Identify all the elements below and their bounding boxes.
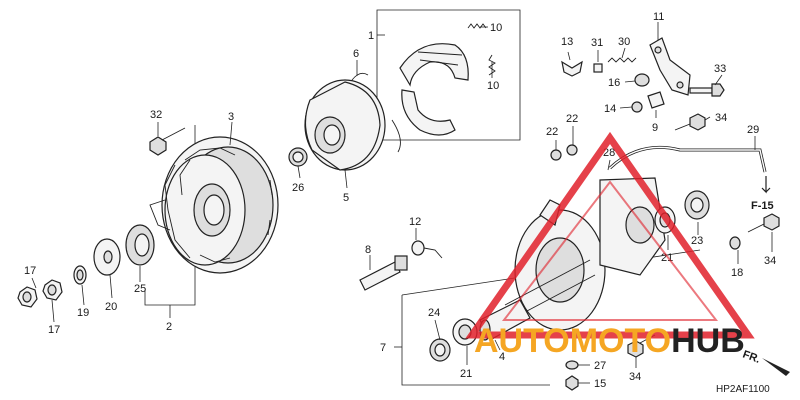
callout-34-a: 34 bbox=[715, 112, 727, 124]
callout-34-b: 34 bbox=[764, 255, 776, 267]
washer-20 bbox=[93, 238, 121, 276]
leader-lines bbox=[31, 22, 773, 384]
callout-34-c: 34 bbox=[629, 371, 641, 383]
callout-19: 19 bbox=[77, 307, 89, 319]
callout-32: 32 bbox=[150, 109, 162, 121]
callout-2: 2 bbox=[166, 321, 172, 333]
callout-30: 30 bbox=[618, 36, 630, 48]
brake-drum-5 bbox=[304, 79, 386, 171]
callout-22-b: 22 bbox=[566, 113, 578, 125]
washer-18 bbox=[729, 236, 741, 250]
seal-25 bbox=[125, 224, 155, 266]
callout-13: 13 bbox=[561, 36, 573, 48]
bolt-34-upper bbox=[674, 113, 706, 131]
callout-8: 8 bbox=[365, 244, 371, 256]
bolt-34-right bbox=[747, 213, 780, 233]
front-label: FR. bbox=[741, 349, 762, 366]
callout-23: 23 bbox=[691, 235, 703, 247]
callout-31: 31 bbox=[591, 37, 603, 49]
callout-26: 26 bbox=[292, 182, 304, 194]
callout-17-b: 17 bbox=[48, 324, 60, 336]
washer-14 bbox=[631, 101, 643, 113]
seal-26 bbox=[288, 147, 308, 167]
nut-17-a bbox=[42, 279, 63, 301]
seal-23 bbox=[684, 190, 710, 220]
bolt-15 bbox=[565, 375, 579, 391]
reference-label: F-15 bbox=[751, 200, 774, 212]
callout-22-a: 22 bbox=[546, 126, 558, 138]
wing-nut-13 bbox=[561, 60, 583, 77]
callout-11: 11 bbox=[653, 11, 664, 23]
callout-15: 15 bbox=[594, 378, 606, 390]
callout-33: 33 bbox=[714, 63, 726, 75]
callout-20: 20 bbox=[105, 301, 117, 313]
callout-16: 16 bbox=[608, 77, 620, 89]
clip-6 bbox=[351, 72, 401, 153]
callout-5: 5 bbox=[343, 192, 349, 204]
seal-24 bbox=[429, 338, 451, 362]
cam-8 bbox=[359, 255, 408, 291]
washer-27 bbox=[565, 360, 579, 370]
callout-29: 29 bbox=[747, 124, 759, 136]
arm-11 bbox=[649, 37, 691, 96]
washer-22-b bbox=[566, 144, 578, 156]
callout-10-a: 10 bbox=[490, 22, 502, 34]
front-direction-indicator: FR. bbox=[741, 349, 790, 376]
callout-labels: 1 2 3 4 5 6 7 8 9 10 10 11 12 13 14 15 1… bbox=[24, 11, 776, 390]
callout-1: 1 bbox=[368, 30, 374, 42]
spring-12 bbox=[411, 240, 443, 259]
watermark-text: AUTOMOTOHUB bbox=[474, 322, 745, 360]
callout-3: 3 bbox=[228, 111, 234, 123]
bolt-32 bbox=[149, 127, 186, 156]
callout-7: 7 bbox=[380, 342, 386, 354]
callout-14: 14 bbox=[604, 103, 616, 115]
diagram-code: HP2AF1100 bbox=[716, 384, 770, 395]
callout-10-b: 10 bbox=[487, 80, 499, 92]
washer-22-a bbox=[550, 149, 562, 161]
callout-18: 18 bbox=[731, 267, 743, 279]
hub-drum bbox=[149, 136, 279, 274]
watermark: AUTOMOTOHUB bbox=[465, 131, 755, 360]
callout-17-a: 17 bbox=[24, 265, 36, 277]
callout-6: 6 bbox=[353, 48, 359, 60]
callout-21-a: 21 bbox=[460, 368, 472, 380]
callout-28: 28 bbox=[603, 147, 615, 159]
reference-callout: F-15 bbox=[751, 176, 774, 212]
callout-4: 4 bbox=[499, 351, 505, 363]
callout-24: 24 bbox=[428, 307, 440, 319]
brake-shoes bbox=[399, 43, 469, 136]
callout-9: 9 bbox=[652, 122, 658, 134]
callout-25: 25 bbox=[134, 283, 146, 295]
watermark-triangle bbox=[465, 131, 755, 339]
bolt-33 bbox=[689, 83, 725, 97]
callout-27: 27 bbox=[594, 360, 606, 372]
joint-9 bbox=[647, 91, 665, 109]
collar-19 bbox=[73, 265, 87, 285]
callout-12: 12 bbox=[409, 216, 421, 228]
spring-30 bbox=[607, 57, 637, 63]
pin-31 bbox=[593, 63, 603, 73]
bolt-34-lower bbox=[627, 334, 656, 358]
joint-16 bbox=[634, 73, 650, 87]
cable-29 bbox=[608, 145, 767, 173]
nut-17-b bbox=[17, 286, 38, 308]
spring-10-a bbox=[467, 23, 487, 29]
